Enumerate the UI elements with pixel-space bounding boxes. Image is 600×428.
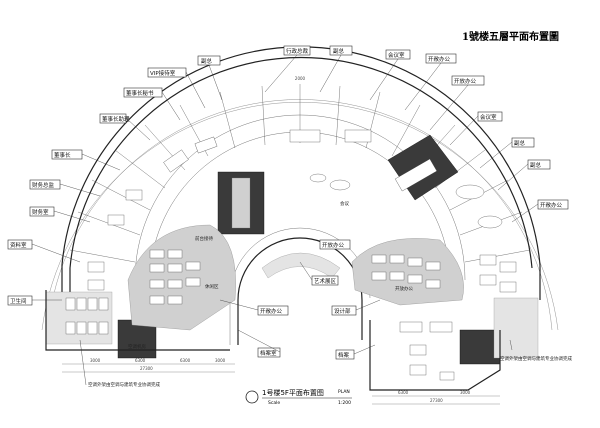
svg-text:艺术展区: 艺术展区 bbox=[314, 277, 337, 285]
svg-text:空调外架由空调与建筑专业协调完成: 空调外架由空调与建筑专业协调完成 bbox=[500, 355, 572, 362]
stair-core-southwest bbox=[117, 319, 157, 359]
top-arc-dimension: 2000 bbox=[295, 76, 306, 81]
svg-text:会议室: 会议室 bbox=[480, 113, 497, 121]
svg-text:开敞办公: 开敞办公 bbox=[428, 55, 451, 63]
caption-scale-label: Scale bbox=[268, 400, 280, 406]
room-tag: 行政总裁 bbox=[264, 45, 311, 93]
desk-cluster-east bbox=[371, 254, 517, 293]
interior-label-meeting: 会议 bbox=[340, 200, 349, 207]
svg-text:董事长助理: 董事长助理 bbox=[102, 115, 130, 123]
service-block-east bbox=[493, 297, 539, 359]
toilet-cubicles bbox=[65, 297, 109, 335]
room-tag: 资料室 bbox=[7, 239, 81, 263]
open-office-west-floor bbox=[127, 224, 236, 331]
svg-text:副总: 副总 bbox=[514, 139, 526, 147]
svg-text:卫生间: 卫生间 bbox=[10, 297, 27, 305]
room-tag: 会议室 bbox=[449, 111, 503, 146]
room-tag: 副总 bbox=[197, 55, 223, 101]
dim-bl-3: 3000 bbox=[215, 358, 226, 363]
svg-text:档案室: 档案室 bbox=[260, 349, 277, 357]
room-tag: 开敞办公 bbox=[404, 53, 457, 111]
dim-bl-2: 6300 bbox=[180, 358, 191, 363]
interior-label-reception: 前台接待 bbox=[195, 235, 213, 242]
southeast-wing-wall bbox=[369, 320, 501, 391]
caption-scale: 1:200 bbox=[338, 400, 351, 406]
room-tag: 董事长助理 bbox=[99, 113, 151, 141]
svg-text:副总: 副总 bbox=[530, 161, 542, 169]
svg-text:副总: 副总 bbox=[201, 57, 213, 65]
interior-label-ac-room: 空调机房 bbox=[128, 343, 146, 350]
room-tag: 开敞办公 bbox=[219, 299, 289, 316]
room-tag: 艺术展区 bbox=[299, 261, 339, 286]
room-tag: VIP接待室 bbox=[147, 67, 206, 109]
room-tag: 副总 bbox=[319, 45, 353, 93]
southeast-offices-furniture bbox=[399, 321, 455, 381]
svg-text:董事长: 董事长 bbox=[54, 151, 71, 159]
sheet-title: 1號楼五層平面布置圖 bbox=[462, 30, 559, 43]
svg-text:开敞办公: 开敞办公 bbox=[260, 307, 283, 315]
dim-bl-0: 3000 bbox=[90, 358, 101, 363]
note-right: 空调外架由空调与建筑专业协调完成 bbox=[500, 339, 572, 362]
svg-text:资料室: 资料室 bbox=[10, 241, 27, 249]
room-tag: 会议室 bbox=[369, 49, 411, 101]
dim-bl-1: 6300 bbox=[135, 358, 146, 363]
interior-label-lounge: 休闲区 bbox=[205, 283, 219, 290]
svg-text:VIP接待室: VIP接待室 bbox=[150, 69, 176, 77]
room-tag: 档案室 bbox=[237, 329, 281, 358]
art-exhibition-area bbox=[261, 252, 341, 279]
room-tag: 设计部 bbox=[331, 299, 381, 316]
stair-north bbox=[231, 177, 251, 229]
svg-text:财务总监: 财务总监 bbox=[32, 181, 55, 189]
svg-text:财务室: 财务室 bbox=[32, 208, 49, 216]
svg-text:空调外架由空调与建筑专业协调完成: 空调外架由空调与建筑专业协调完成 bbox=[88, 381, 160, 388]
note-left: 空调外架由空调与建筑专业协调完成 bbox=[79, 339, 160, 388]
room-tag: 开放办公 bbox=[429, 75, 485, 131]
meeting-tables bbox=[163, 129, 503, 229]
room-tag: 开放办公 bbox=[319, 239, 351, 250]
svg-text:档案: 档案 bbox=[338, 351, 350, 359]
caption-plan: PLAN bbox=[338, 389, 350, 395]
svg-text:开敞办公: 开敞办公 bbox=[540, 201, 563, 209]
open-office-east-floor bbox=[351, 238, 464, 306]
room-tag: 档案 bbox=[335, 344, 376, 360]
dim-br-0: 6300 bbox=[398, 390, 409, 395]
svg-text:设计部: 设计部 bbox=[334, 307, 351, 315]
room-tag: 副总 bbox=[497, 159, 551, 191]
dim-bl-total: 27300 bbox=[140, 366, 153, 371]
svg-text:会议室: 会议室 bbox=[388, 51, 405, 59]
room-tag: 董事长 bbox=[51, 149, 121, 171]
room-tags: 卫生间 资料室 财务总监 财务室 董事长 董事长助理 董事长秘书 VIP接待室 … bbox=[7, 45, 569, 360]
svg-text:开放办公: 开放办公 bbox=[322, 241, 345, 249]
room-tag: 董事长秘书 bbox=[123, 87, 181, 121]
room-tag: 卫生间 bbox=[7, 295, 62, 306]
desk-cluster-west bbox=[87, 189, 201, 305]
room-tag: 副总 bbox=[479, 137, 535, 169]
svg-text:副总: 副总 bbox=[333, 47, 345, 55]
room-tag: 财务总监 bbox=[29, 179, 101, 197]
interior-label-open-office: 开放办公 bbox=[395, 285, 413, 292]
svg-text:行政总裁: 行政总裁 bbox=[286, 47, 309, 55]
room-tag: 财务室 bbox=[29, 206, 91, 223]
caption-title: 1号楼5F平面布置图 bbox=[262, 388, 324, 397]
southwest-wing-wall bbox=[45, 290, 230, 351]
dim-br-total: 27300 bbox=[430, 398, 443, 403]
plan-caption: 1号楼5F平面布置图 PLAN Scale 1:200 bbox=[245, 388, 352, 406]
bottom-dimensions: 3000 6300 6300 3000 27300 6300 3000 2730… bbox=[62, 358, 500, 405]
corridor-ring-outer bbox=[134, 114, 466, 330]
room-tag: 开敞办公 bbox=[511, 199, 569, 223]
svg-text:开放办公: 开放办公 bbox=[454, 77, 477, 85]
radial-partitions bbox=[69, 84, 531, 263]
dim-br-1: 3000 bbox=[460, 390, 471, 395]
svg-text:董事长秘书: 董事长秘书 bbox=[126, 89, 154, 97]
